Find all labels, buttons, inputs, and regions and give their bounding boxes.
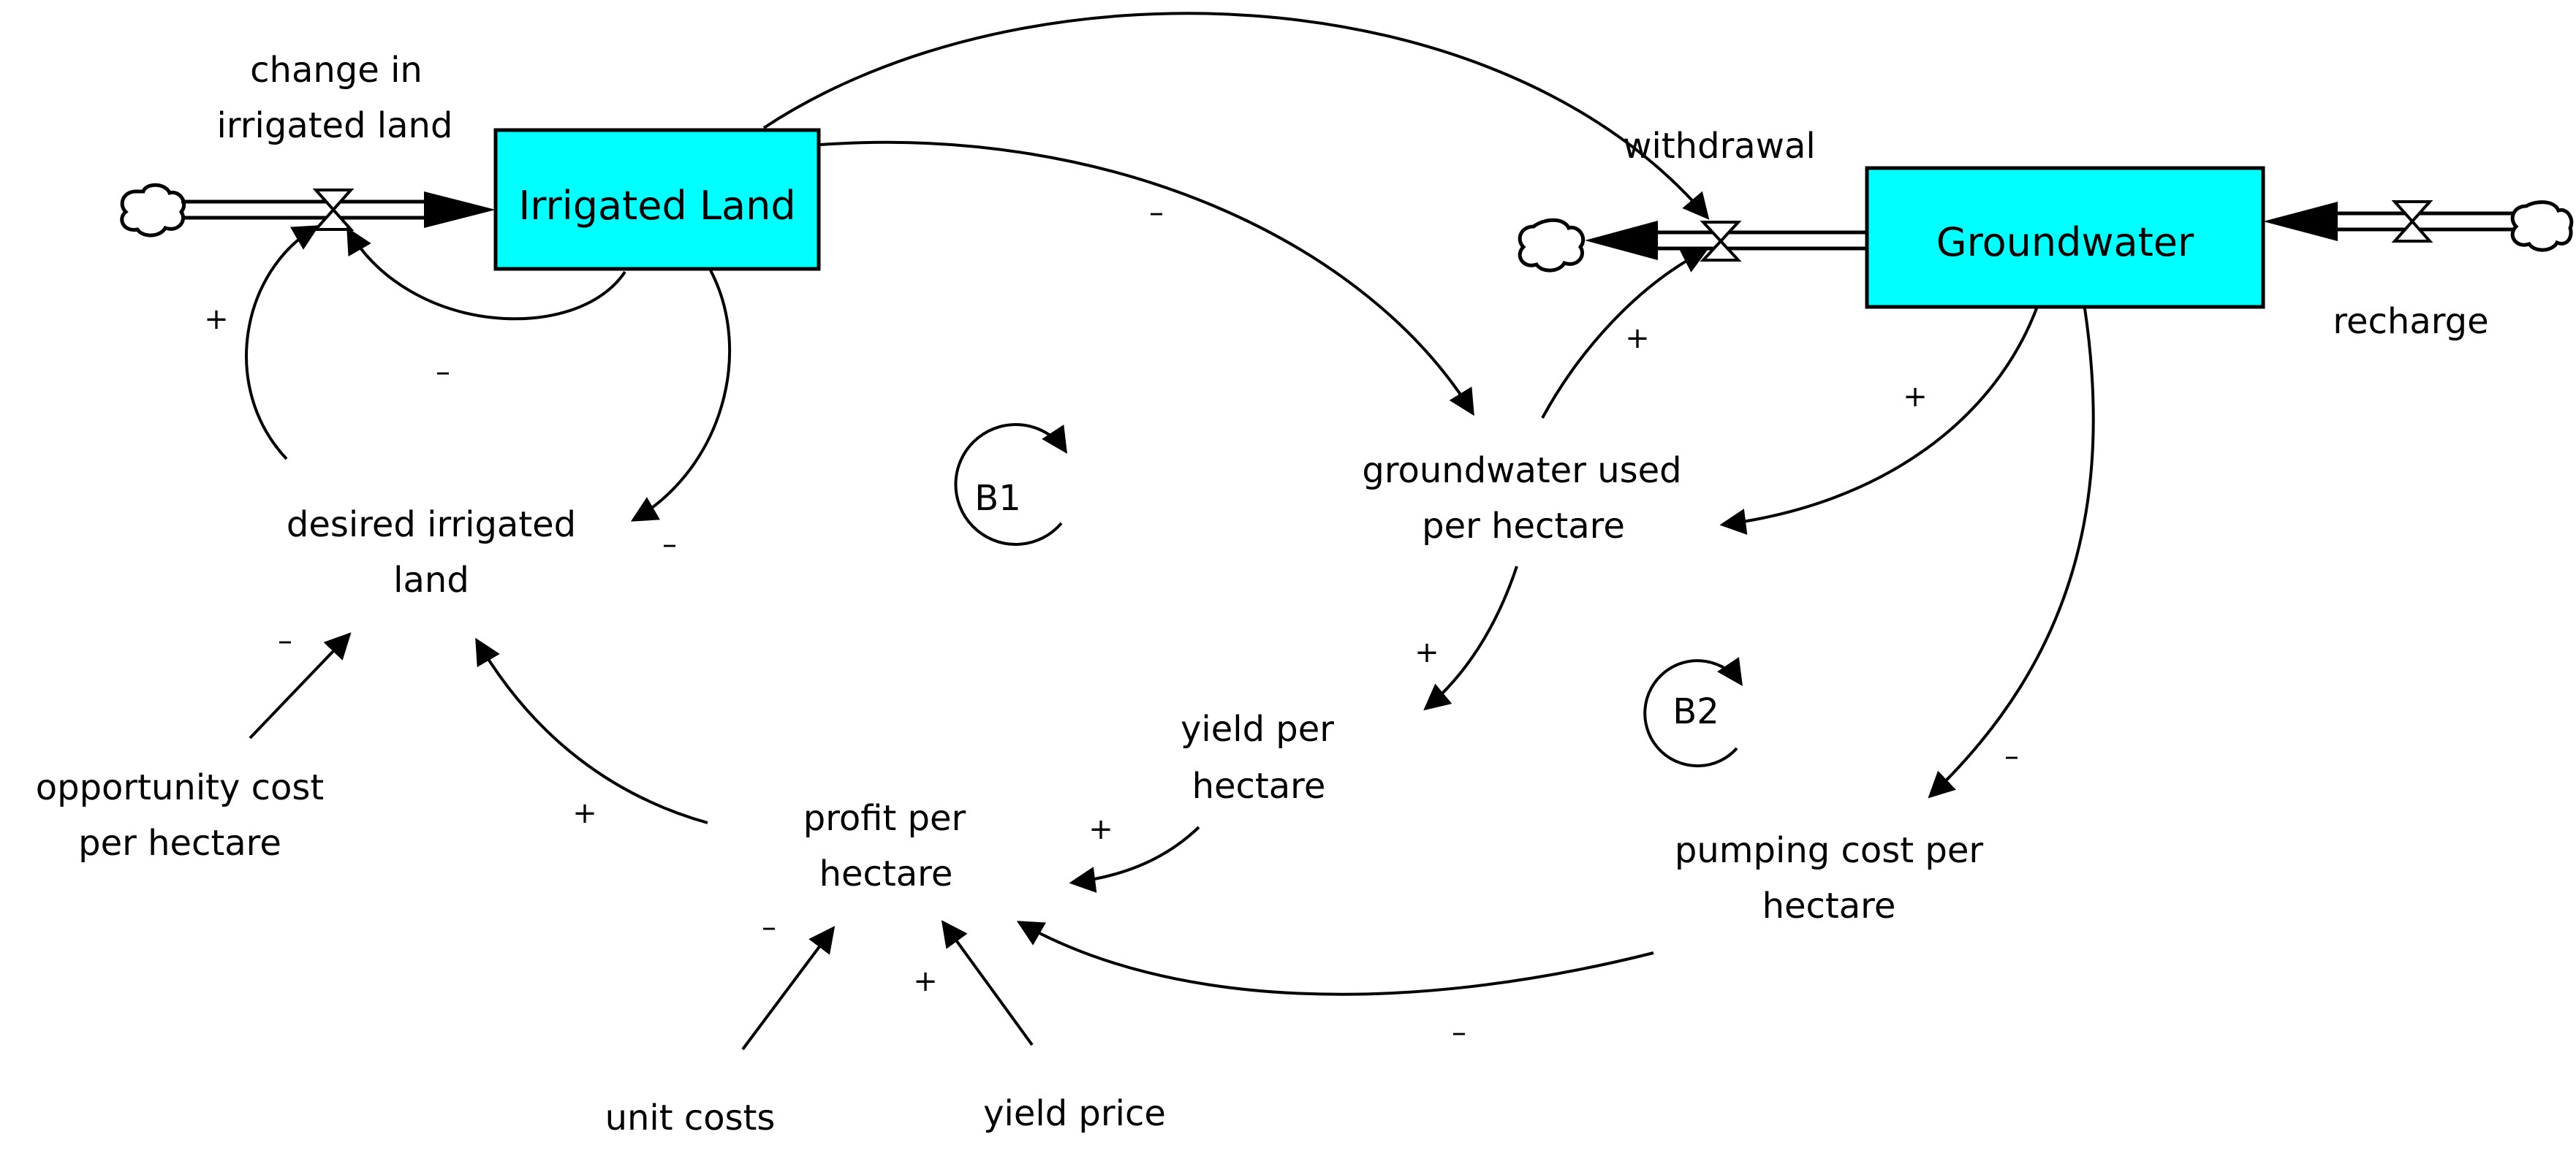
link-opportunity-to-desired[interactable] [249,632,352,739]
withdrawal-label: withdrawal [1623,126,1815,167]
flow-arrowhead-icon [1585,221,1658,260]
polarity-opportunity-to-desired: – [278,624,292,658]
link-irrigated-land-to-desired[interactable] [630,270,732,522]
link-groundwater-to-pumping[interactable] [1928,308,2095,799]
recharge-label: recharge [2333,301,2488,342]
source-cloud-icon [2510,200,2574,252]
polarity-yield-to-profit: + [1088,813,1113,846]
desired-irrigated-land-label-line2[interactable]: land [393,560,469,601]
loop-arrow-icon [954,422,1067,546]
yield-per-hectare-label-line1[interactable]: yield per [1181,709,1334,750]
flow-arrowhead-icon [424,191,496,228]
groundwater-label: Groundwater [1936,219,2194,265]
link-profit-to-desired[interactable] [475,637,708,824]
flow-pipe [181,199,453,220]
change-in-irrigated-land-label-line2: irrigated land [217,105,453,146]
loop-b2-label: B2 [1672,691,1719,732]
link-unit-costs-to-profit[interactable] [741,926,836,1051]
profit-per-hectare-label-line1[interactable]: profit per [803,798,966,839]
link-yield-to-profit[interactable] [1069,826,1200,893]
polarity-profit-to-desired: + [572,796,597,830]
flow-pipe [1626,230,1867,251]
link-irrigated-land-to-gw-used[interactable] [819,140,1474,417]
polarity-land-to-desired: – [662,528,677,561]
sink-cloud-icon [1518,218,1586,273]
groundwater-used-label-line2[interactable]: per hectare [1422,506,1625,547]
loop-b1[interactable]: B1 [954,422,1067,546]
groundwater-stock[interactable]: Groundwater [1865,166,2265,309]
polarity-groundwater-to-pumping: – [2004,739,2019,773]
irrigated-land-stock[interactable]: Irrigated Land [493,128,821,271]
polarity-yield-price-to-profit: + [913,965,938,998]
yield-price-label[interactable]: yield price [983,1093,1166,1134]
pumping-cost-label-line1[interactable]: pumping cost per [1675,830,1983,871]
link-gw-used-to-withdrawal[interactable] [1541,248,1709,419]
link-desired-to-change[interactable] [245,225,320,460]
polarity-pumping-to-profit: – [1452,1016,1466,1049]
loop-arrow-icon [1643,657,1743,768]
polarity-land-to-gw-used: – [1149,196,1164,229]
link-groundwater-to-gw-used[interactable] [1719,308,2038,535]
valve-icon[interactable] [1700,221,1742,262]
irrigated-land-label: Irrigated Land [518,183,795,229]
link-yield-price-to-profit[interactable] [941,920,1034,1046]
polarity-unit-costs-to-profit: – [762,910,776,944]
link-pumping-to-profit[interactable] [1016,921,1654,996]
change-in-irrigated-land-label-line1: change in [250,50,423,91]
desired-irrigated-land-label-line1[interactable]: desired irrigated [287,504,576,545]
valve-icon[interactable] [2391,200,2433,243]
opportunity-cost-label-line2[interactable]: per hectare [78,823,281,864]
polarity-groundwater-to-gw-used: + [1903,380,1928,414]
link-irrigated-land-to-change[interactable] [346,227,626,321]
link-gw-used-to-yield[interactable] [1423,566,1518,711]
recharge-flow [2263,200,2574,252]
pumping-cost-label-line2[interactable]: hectare [1762,886,1896,927]
groundwater-used-label-line1[interactable]: groundwater used [1362,450,1681,491]
source-cloud-icon [120,183,186,237]
opportunity-cost-label-line1[interactable]: opportunity cost [36,767,324,808]
loop-b2[interactable]: B2 [1643,657,1743,768]
flow-pipe [2325,211,2515,232]
yield-per-hectare-label-line2[interactable]: hectare [1192,766,1326,807]
loop-b1-label: B1 [974,478,1020,519]
polarity-gw-used-to-yield: + [1414,636,1439,669]
polarity-land-to-change: – [436,355,450,389]
withdrawal-flow [1518,218,1867,273]
unit-costs-label[interactable]: unit costs [605,1098,776,1138]
change-in-irrigated-land-flow [120,183,496,237]
link-irrigated-land-to-withdrawal[interactable] [762,12,1710,220]
profit-per-hectare-label-line2[interactable]: hectare [819,853,953,894]
polarity-gw-used-to-withdrawal: + [1625,322,1650,355]
polarity-desired-to-change: + [204,303,229,336]
flow-arrowhead-icon [2263,202,2338,241]
valve-icon[interactable] [312,189,355,231]
